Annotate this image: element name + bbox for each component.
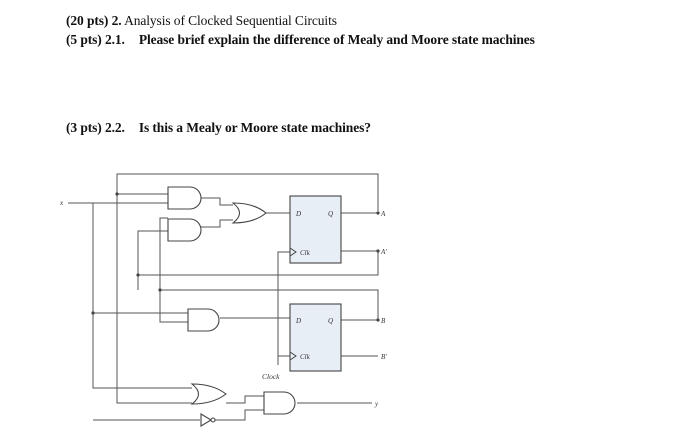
wire-x-branch — [92, 203, 192, 389]
and-gate-1 — [167, 186, 202, 210]
label-ffa-q: Q — [328, 210, 333, 218]
q1-text: Please brief explain the difference of M… — [138, 32, 535, 47]
header-points: (20 pts) 2. — [66, 13, 122, 28]
question-header: (20 pts) 2. Analysis of Clocked Sequenti… — [66, 13, 337, 29]
or-gate-1 — [231, 202, 267, 224]
not-gate-bubble — [210, 417, 216, 423]
clk-triangle-a — [289, 247, 297, 257]
label-out-y: y — [374, 400, 379, 408]
question-2-1: (5 pts) 2.1. Please brief explain the dif… — [66, 32, 535, 48]
label-input-x: x — [59, 199, 64, 207]
wire-a-feedback-top — [116, 173, 379, 404]
wire-or2-to-and4 — [226, 395, 264, 404]
wire-and1-to-or — [200, 197, 233, 206]
label-ffa-d: D — [295, 210, 301, 218]
and-gate-4 — [263, 391, 296, 415]
and-gate-3 — [187, 308, 220, 332]
label-out-b-bar: B' — [381, 353, 387, 361]
question-2-2: (3 pts) 2.2. Is this a Mealy or Moore sta… — [66, 120, 371, 136]
wire-b-to-and3 — [159, 290, 188, 323]
wire-clock — [277, 251, 290, 365]
wire-and2-to-or — [200, 219, 233, 228]
label-out-a: A — [380, 210, 386, 218]
label-ffb-clk: Clk — [300, 353, 311, 361]
label-ffa-clk: Clk — [300, 249, 311, 257]
label-clock: Clock — [262, 372, 280, 381]
q2-text: Is this a Mealy or Moore state machines? — [138, 120, 371, 135]
label-ffb-d: D — [295, 317, 301, 325]
clk-triangle-b — [289, 351, 297, 361]
label-out-a-bar: A' — [380, 248, 387, 256]
header-title: Analysis of Clocked Sequential Circuits — [124, 13, 337, 28]
flip-flop-b — [289, 303, 342, 372]
q2-points: (3 pts) 2.2. — [66, 120, 125, 135]
wire-not-to-and4 — [214, 409, 264, 421]
label-out-b: B — [381, 317, 386, 325]
or-gate-2 — [190, 383, 227, 405]
flip-flop-a — [289, 195, 342, 264]
and-gate-2 — [167, 218, 202, 242]
q1-points: (5 pts) 2.1. — [66, 32, 125, 47]
label-ffb-q: Q — [328, 317, 333, 325]
not-gate — [200, 413, 213, 427]
